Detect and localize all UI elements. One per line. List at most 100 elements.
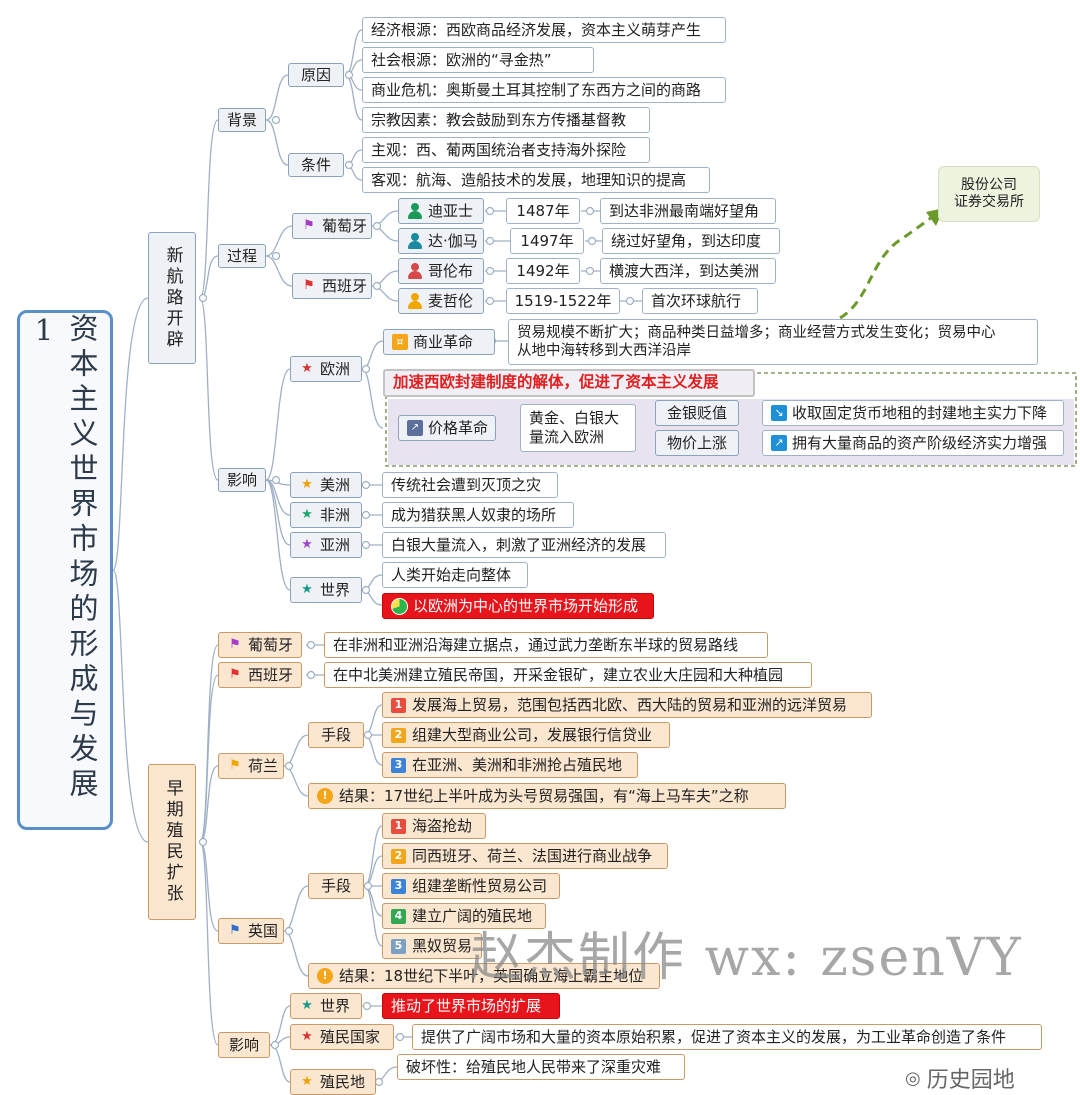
node-background[interactable]: 背景 [218,108,266,132]
branch-new-route[interactable]: 新航路开辟 [148,232,196,364]
cause-item-2[interactable]: 社会根源：欧洲的“寻金热” [362,47,594,73]
node-process-spain[interactable]: ⚑西班牙 [292,273,372,299]
number-2-icon: 2 [391,848,406,864]
spain-text[interactable]: 在中北美洲建立殖民帝国，开采金银矿，建立农业大庄园和大种植园 [324,662,812,688]
event-columbus[interactable]: 横渡大西洋，到达美洲 [600,258,776,284]
label: 同西班牙、荷兰、法国进行商业战争 [412,846,653,865]
year-1497[interactable]: 1497年 [510,228,584,254]
britain-means[interactable]: 手段 [308,873,364,899]
node-commercial-revolution[interactable]: ¤商业革命 [383,329,495,355]
node-impact[interactable]: 影响 [218,468,266,492]
flag-icon: ⚑ [229,666,241,682]
colonial-impact-world-text[interactable]: 推动了世界市场的扩展 [382,993,560,1019]
cause-item-1[interactable]: 经济根源：西欧商品经济发展，资本主义萌芽产生 [362,17,726,43]
price-cause[interactable]: 黄金、白银大 量流入欧洲 [520,404,636,452]
explorer-gama[interactable]: 达·伽马 [398,228,484,254]
condition-item-1[interactable]: 主观：西、葡两国统治者支持海外探险 [362,137,650,163]
cause-item-3[interactable]: 商业危机：奥斯曼土耳其控制了东西方之间的商路 [362,77,726,103]
label: 价格革命 [428,418,489,437]
label: 欧洲 [320,359,351,378]
gold-depreciation-text[interactable]: ↘收取固定货币地租的封建地主实力下降 [762,400,1064,426]
impact-asia[interactable]: ★亚洲 [290,532,362,558]
number-3-icon: 3 [391,878,406,894]
callout-stock-company[interactable]: 股份公司 证券交易所 [938,166,1040,222]
chart-icon: ↗ [407,420,423,436]
america-text[interactable]: 传统社会遭到灭顶之灾 [382,472,558,498]
label: 英国 [248,921,279,940]
brand-text: 历史园地 [926,1068,1015,1093]
flag-icon: ⚑ [229,636,241,652]
node-process-portugal[interactable]: ⚑葡萄牙 [292,213,372,239]
netherlands-mean-1[interactable]: 1 发展海上贸易，范围包括西北欧、西大陆的贸易和亚洲的远洋贸易 [382,692,872,718]
event-gama[interactable]: 绕过好望角，到达印度 [602,228,780,254]
label: 黑奴贸易 [412,936,473,955]
netherlands-means[interactable]: 手段 [308,722,364,748]
britain-result[interactable]: !结果：18世纪下半叶，英国确立海上霸主地位 [308,963,660,989]
commercial-revolution-text[interactable]: 贸易规模不断扩大；商品种类日益增多；商业经营方式发生变化；贸易中心 从地中海转移… [508,319,1038,365]
pie-chart-icon [391,597,408,615]
node-cause[interactable]: 原因 [288,63,344,87]
condition-item-2[interactable]: 客观：航海、造船技术的发展，地理知识的提高 [362,167,710,193]
node-colonial-impact[interactable]: 影响 [218,1032,270,1058]
netherlands-result[interactable]: !结果：17世纪上半叶成为头号贸易强国，有“海上马车夫”之称 [308,783,786,809]
explorer-magellan[interactable]: 麦哲伦 [398,288,484,314]
node-netherlands[interactable]: ⚑荷兰 [218,753,284,779]
label: 组建大型商业公司，发展银行信贷业 [412,725,653,744]
node-condition[interactable]: 条件 [288,153,344,177]
node-britain[interactable]: ⚑英国 [218,918,284,944]
asia-text[interactable]: 白银大量流入，刺激了亚洲经济的发展 [382,532,666,558]
branch-early-colonial[interactable]: 早期殖民扩张 [148,764,196,920]
node-price-rise[interactable]: 物价上涨 [655,430,739,456]
portugal-text[interactable]: 在非洲和亚洲沿海建立据点，通过武力垄断东半球的贸易路线 [324,632,768,658]
root-title-box[interactable]: 资本主义世界市场的形成与发展1 [17,310,113,830]
person-icon [407,293,423,309]
node-process[interactable]: 过程 [218,244,266,268]
colony-text[interactable]: 破坏性：给殖民地人民带来了深重灾难 [397,1054,685,1080]
explorer-dias[interactable]: 迪亚士 [398,198,484,224]
colonial-impact-colonizer[interactable]: ★殖民国家 [290,1024,394,1050]
impact-europe[interactable]: ★欧洲 [290,356,362,382]
europe-highlight[interactable]: 加速西欧封建制度的解体，促进了资本主义发展 [383,369,755,397]
africa-text[interactable]: 成为猎获黑人奴隶的场所 [382,502,574,528]
person-icon [407,263,423,279]
year-1487[interactable]: 1487年 [506,198,580,224]
number-1-icon: 1 [391,697,406,713]
world-text-a[interactable]: 人类开始走向整体 [382,562,528,588]
world-text-b[interactable]: 以欧洲为中心的世界市场开始形成 [382,593,654,619]
price-rise-text[interactable]: ↗ 拥有大量商品的资产阶级经济实力增强 [762,430,1064,456]
colonizer-text[interactable]: 提供了广阔市场和大量的资本原始积累，促进了资本主义的发展，为工业革命创造了条件 [412,1024,1042,1050]
watermark: 赵杰制作 wx: zsenVY [470,928,1023,988]
explorer-columbus[interactable]: 哥伦布 [398,258,484,284]
label: 殖民地 [320,1072,366,1091]
label: 西班牙 [248,665,294,684]
node-spain[interactable]: ⚑ 西班牙 [218,662,302,688]
year-1492[interactable]: 1492年 [506,258,580,284]
impact-world[interactable]: ★世界 [290,577,362,603]
label: 麦哲伦 [428,291,474,310]
colonial-impact-colony[interactable]: ★殖民地 [290,1069,376,1095]
label: 拥有大量商品的资产阶级经济实力增强 [792,433,1048,452]
event-magellan[interactable]: 首次环球航行 [642,288,758,314]
impact-africa[interactable]: ★非洲 [290,502,362,528]
year-1519[interactable]: 1519-1522年 [506,288,620,314]
star-icon: ★ [301,476,313,492]
event-dias[interactable]: 到达非洲最南端好望角 [600,198,776,224]
label: 亚洲 [320,535,351,554]
impact-america[interactable]: ★美洲 [290,472,362,498]
label: 发展海上贸易，范围包括西北欧、西大陆的贸易和亚洲的远洋贸易 [412,695,848,714]
node-portugal[interactable]: ⚑葡萄牙 [218,632,302,658]
node-price-revolution[interactable]: ↗ 价格革命 [398,415,496,441]
number-4-icon: 4 [391,908,406,924]
arrow-up-icon: ↗ [771,435,787,451]
colonial-impact-world[interactable]: ★世界 [290,993,362,1019]
node-gold-depreciation[interactable]: 金银贬值 [655,400,739,426]
callout-arrow [839,213,936,320]
cause-item-4[interactable]: 宗教因素：教会鼓励到东方传播基督教 [362,107,650,133]
britain-mean-2[interactable]: 2 同西班牙、荷兰、法国进行商业战争 [382,843,668,869]
